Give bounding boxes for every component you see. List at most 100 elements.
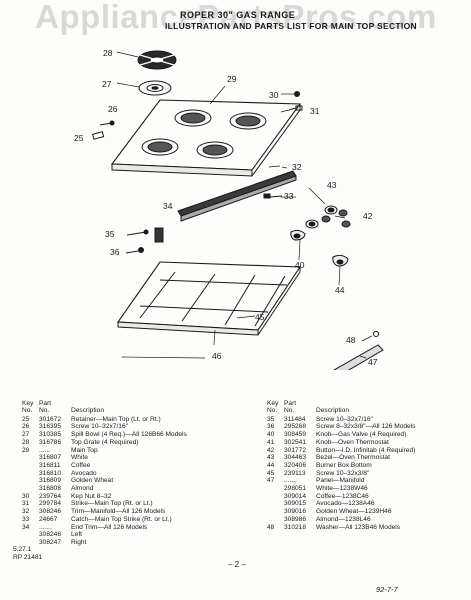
callout-40: 40	[295, 260, 305, 270]
parts-list-row: 298051 White—1238W46	[267, 485, 467, 493]
leader-lines	[116, 51, 373, 359]
part-number: 311484	[284, 415, 306, 423]
parts-list-row: 308246 Left	[22, 531, 237, 539]
part-number: 298051	[284, 485, 307, 493]
key-number: 47	[267, 477, 275, 485]
strike-catch-part	[263, 193, 283, 199]
key-number: 40	[267, 431, 275, 439]
retainer-screw-part	[92, 120, 115, 140]
parts-list-row: 309015 Avocado—1238A46	[267, 500, 467, 508]
callout-33: 33	[284, 191, 294, 201]
callout-42: 42	[363, 211, 373, 221]
callout-36: 36	[110, 247, 120, 257]
part-description: Coffee	[71, 461, 91, 469]
part-description: Washer—All 123B46 Models	[316, 523, 401, 531]
part-description: White	[71, 454, 88, 462]
part-number: 301772	[284, 446, 307, 454]
kep-nut-part	[288, 91, 303, 111]
parts-list-row: 316809 Golden Wheat	[22, 477, 237, 485]
callout-34: 34	[163, 201, 173, 211]
callout-30: 30	[269, 90, 279, 100]
parts-list-row: 308247 Right	[22, 539, 237, 547]
part-number: 309014	[284, 492, 307, 500]
key-number: 43	[267, 454, 275, 462]
callout-25: 25	[74, 133, 84, 143]
part-number: ......	[39, 446, 50, 454]
key-number: 31	[22, 500, 30, 508]
part-number: 320406	[284, 461, 307, 469]
part-number: 316809	[39, 477, 62, 485]
part-number: 310218	[284, 523, 307, 531]
callout-35: 35	[105, 229, 115, 239]
part-number: 316807	[39, 454, 62, 462]
part-description: Bezel—Oven Thermostat	[316, 454, 390, 462]
manifold-trim-part	[177, 170, 297, 222]
part-description: Panel—Manifold	[316, 477, 365, 485]
date-code: 92-7-7	[376, 585, 398, 594]
part-description: White—1238W46	[316, 485, 368, 493]
doc-code: RP 21481	[13, 554, 43, 561]
part-description: Screw 10–32x7/16"	[316, 415, 373, 423]
part-number: 316811	[39, 461, 61, 469]
part-description: Avocado—1238A46	[316, 500, 375, 508]
parts-list-row: 316810 Avocado	[22, 470, 237, 478]
part-description: Catch—Main Top Strike (Rt. or Lt.)	[71, 515, 172, 523]
callout-32: 32	[292, 162, 302, 172]
part-description: Top Grate (4 Required)	[71, 438, 139, 446]
part-description: Screw 8–32x3/8"—All 126 Models	[316, 423, 416, 431]
parts-list-row: 308986 Almond—1238L46	[267, 516, 467, 524]
key-number	[22, 454, 39, 462]
spill-bowl-part	[138, 80, 172, 96]
exploded-view-diagram: 28 27 29 26 25 30 31 32 43 42 33 34 35 3…	[74, 48, 384, 370]
parts-list-row: 34....... End Trim—All 126 Models	[22, 524, 237, 532]
top-grate-part	[137, 50, 177, 70]
key-number	[267, 508, 284, 516]
page-number: – 2 –	[228, 560, 246, 569]
key-number: 33	[22, 515, 30, 523]
key-number	[22, 531, 39, 539]
part-number: 308459	[284, 431, 307, 439]
callout-27: 27	[102, 79, 112, 89]
callout-labels: 28 27 29 26 25 30 31 32 43 42 33 34 35 3…	[74, 48, 378, 367]
part-description: End Trim—All 126 Models	[71, 523, 148, 531]
key-number: 36	[267, 423, 275, 431]
end-trim-part	[125, 227, 164, 254]
part-description: Knob—Oven Thermostat	[316, 438, 389, 446]
callout-46: 46	[212, 351, 222, 361]
part-number: 302541	[284, 438, 307, 446]
parts-list-row: 316808 Almond	[22, 485, 237, 493]
part-number: 316810	[39, 469, 62, 477]
key-number: 28	[22, 438, 30, 446]
key-number: 44	[267, 461, 275, 469]
key-number: 26	[22, 423, 30, 431]
key-number: 42	[267, 446, 275, 454]
key-number	[22, 470, 39, 478]
part-number: 239764	[39, 492, 62, 500]
part-number: 309016	[284, 508, 307, 516]
part-number: 308246	[39, 531, 62, 539]
part-number: .......	[39, 523, 52, 531]
part-number: 308247	[39, 538, 62, 546]
part-description: Coffee—1238C46	[316, 492, 369, 500]
callout-31: 31	[310, 106, 320, 116]
part-number: 316808	[39, 485, 62, 493]
parts-list-row: 309014 Coffee—1238C46	[267, 493, 467, 501]
part-description: Golden Wheat—1239H46	[316, 508, 392, 516]
key-number: 34	[22, 523, 30, 531]
parts-list-row: 309016 Golden Wheat—1239H46	[267, 508, 467, 516]
callout-47: 47	[368, 357, 378, 367]
part-number: 301672	[39, 415, 62, 423]
part-number: 316395	[39, 423, 62, 431]
key-number: 27	[22, 431, 30, 439]
